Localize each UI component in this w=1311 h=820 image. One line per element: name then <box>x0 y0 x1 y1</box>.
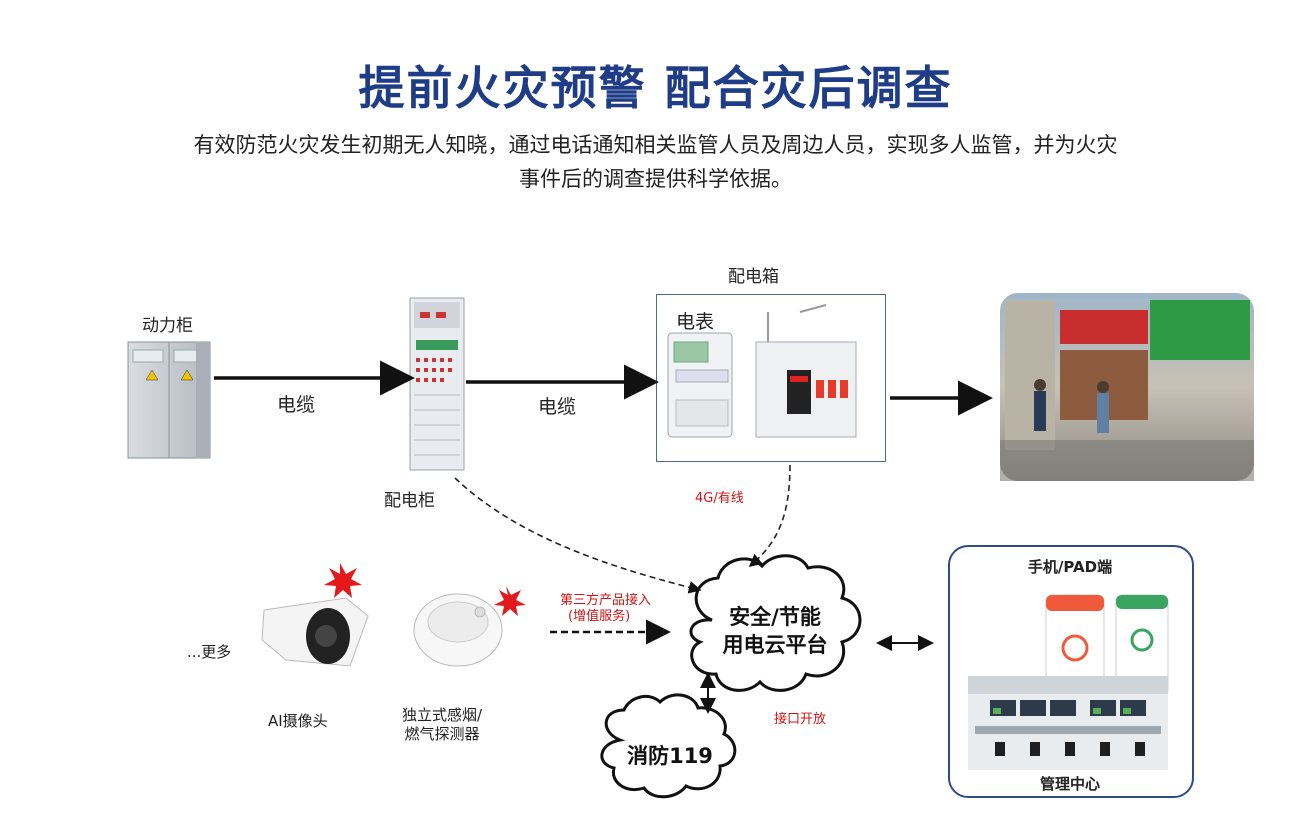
platform-label-line-2: 用电云平台 <box>722 633 828 657</box>
label-fire-119: 消防119 <box>627 744 713 768</box>
dashed-arrow-box-to-platform <box>748 464 791 568</box>
label-smoke-detector-line-2: 燃气探测器 <box>404 725 480 743</box>
label-meter: 电表 <box>676 311 715 333</box>
label-third-party: 第三方产品接入 (增值服务) <box>560 593 651 625</box>
client-terminals-frame <box>948 545 1194 798</box>
label-power-cabinet: 动力柜 <box>142 316 193 336</box>
ai-camera-illustration <box>261 563 369 667</box>
label-smoke-detector-line-1: 独立式感烟/ <box>402 706 483 724</box>
label-more: ...更多 <box>187 643 232 661</box>
label-distribution-box: 配电箱 <box>728 267 779 287</box>
label-cable-2: 电缆 <box>538 396 577 418</box>
page-title: 提前火灾预警 配合灾后调查 <box>358 61 953 115</box>
label-third-party-line-1: 第三方产品接入 <box>560 593 652 608</box>
cloud-119-shape <box>600 693 737 799</box>
label-smoke-detector: 独立式感烟/ 燃气探测器 <box>402 706 482 744</box>
platform-label: 安全/节能 用电云平台 <box>700 603 850 659</box>
label-mgmt-center: 管理中心 <box>1039 775 1100 793</box>
label-distribution-cabinet: 配电柜 <box>384 491 435 511</box>
distribution-cabinet-illustration <box>409 297 465 471</box>
mobile-app-illustration <box>1045 594 1169 696</box>
label-mobile-pad: 手机/PAD端 <box>1027 558 1113 576</box>
meter-illustration <box>667 332 733 438</box>
subtitle-line-1: 有效防范火灾发生初期无人知晓，通过电话通知相关监管人员及周边人员，实现多人监管，… <box>193 133 1118 157</box>
label-open-interface: 接口开放 <box>774 712 827 727</box>
street-scene-illustration <box>1000 293 1254 481</box>
platform-label-line-1: 安全/节能 <box>729 605 821 629</box>
label-ai-camera: AI摄像头 <box>268 712 328 730</box>
subtitle-line-2: 事件后的调查提供科学依据。 <box>519 167 792 191</box>
smart-breaker-illustration <box>755 304 857 438</box>
label-third-party-line-2: (增值服务) <box>568 609 631 624</box>
smoke-detector-illustration <box>413 586 526 667</box>
power-cabinet-illustration <box>127 341 211 459</box>
label-network: 4G/有线 <box>695 491 744 506</box>
control-room-illustration <box>968 676 1168 770</box>
label-cable-1: 电缆 <box>277 394 316 416</box>
subtitle: 有效防范火灾发生初期无人知晓，通过电话通知相关监管人员及周边人员，实现多人监管，… <box>120 128 1191 196</box>
dashed-arrow-cabinet-to-platform <box>454 477 702 594</box>
